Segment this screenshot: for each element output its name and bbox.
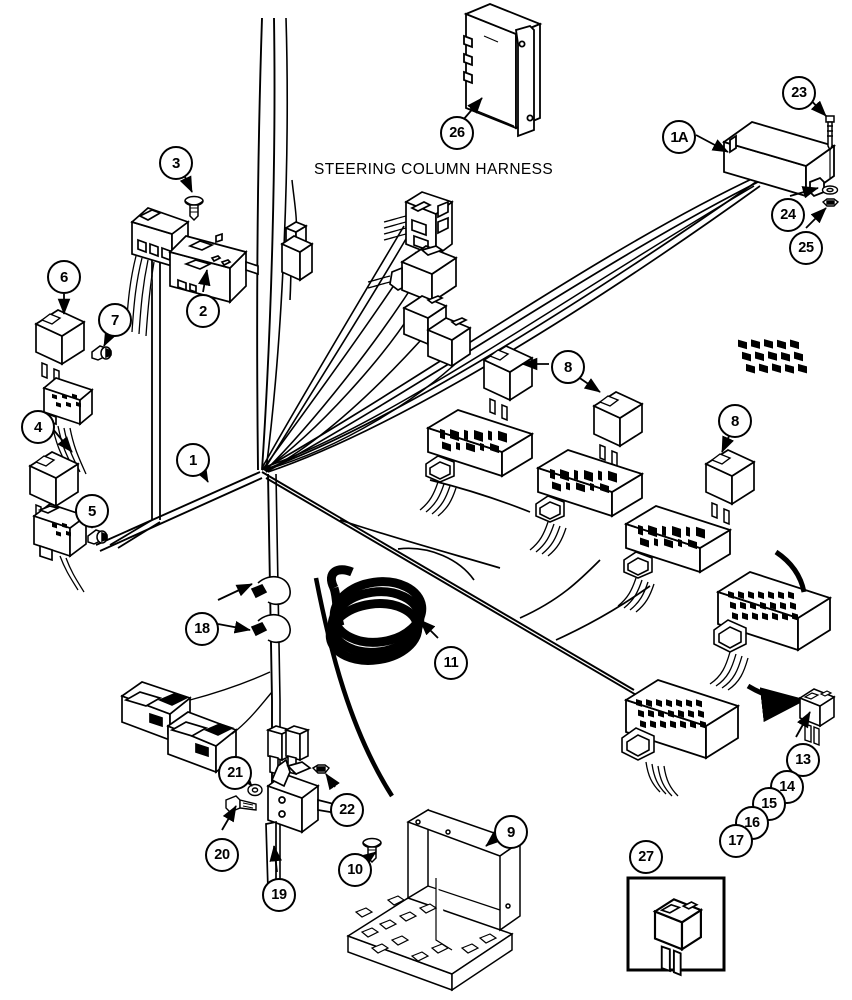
- relay-upper-left: [35, 309, 85, 385]
- leader-25: [805, 207, 827, 229]
- callout-26[interactable]: 26: [440, 116, 474, 150]
- callout-7[interactable]: 7: [98, 303, 132, 337]
- nut-25: [821, 198, 840, 207]
- callout-8-center-label: 8: [563, 358, 573, 376]
- multi-cavity-connector: [383, 191, 454, 258]
- callout-10[interactable]: 10: [338, 853, 372, 887]
- callout-4-label: 4: [33, 418, 43, 436]
- bolt-20: [225, 795, 257, 813]
- callout-22-label: 22: [339, 801, 355, 818]
- callout-5[interactable]: 5: [75, 494, 109, 528]
- callout-24-label: 24: [780, 206, 796, 223]
- sealed-connector: [367, 245, 458, 304]
- coiled-cable: [325, 565, 427, 665]
- callout-8-center[interactable]: 8: [551, 350, 585, 384]
- nut-22: [311, 764, 330, 774]
- leader-11: [419, 619, 439, 639]
- callout-6-label: 6: [59, 268, 69, 286]
- callout-17-label: 17: [728, 832, 744, 849]
- callout-23-label: 23: [791, 84, 807, 101]
- flasher-module: [168, 232, 259, 305]
- lead-sweep-line: [313, 577, 394, 798]
- callout-20[interactable]: 20: [205, 838, 239, 872]
- cable-tie-2: [250, 613, 291, 644]
- callout-22[interactable]: 22: [330, 793, 364, 827]
- deutsch-connector-pair: [120, 671, 273, 774]
- callout-26-label: 26: [449, 124, 465, 141]
- push-in-fastener: [184, 195, 204, 221]
- callout-1-label: 1: [188, 451, 198, 469]
- control-module: [463, 3, 543, 138]
- inline-connector-middle: [280, 221, 314, 282]
- callout-10-label: 10: [347, 861, 363, 878]
- callout-6[interactable]: 6: [47, 260, 81, 294]
- callout-25[interactable]: 25: [789, 231, 823, 265]
- relay-right: [705, 449, 755, 525]
- leader-19: [269, 845, 283, 873]
- callout-27-label: 27: [638, 848, 654, 865]
- clip-fastener-5: [87, 529, 108, 545]
- callout-4[interactable]: 4: [21, 410, 55, 444]
- callout-9[interactable]: 9: [494, 815, 528, 849]
- callout-24[interactable]: 24: [771, 198, 805, 232]
- leader-4: [51, 427, 73, 453]
- callout-21[interactable]: 21: [218, 756, 252, 790]
- callout-27[interactable]: 27: [629, 840, 663, 874]
- bullet-connector-pair: [265, 725, 311, 776]
- relay-block-1: [419, 409, 533, 517]
- callout-7-label: 7: [110, 311, 120, 329]
- callout-18-label: 18: [194, 620, 210, 637]
- callout-3-label: 3: [171, 154, 181, 172]
- relay-center-1: [483, 345, 533, 421]
- callout-19[interactable]: 19: [262, 878, 296, 912]
- inline-connector-b: [426, 317, 472, 368]
- callout-23[interactable]: 23: [782, 76, 816, 110]
- callout-5-label: 5: [87, 502, 97, 520]
- callout-14-label: 14: [779, 778, 795, 795]
- relay-center-2: [593, 391, 643, 467]
- screw-23: [825, 115, 835, 178]
- callout-1[interactable]: 1: [176, 443, 210, 477]
- callout-13-label: 13: [795, 751, 811, 768]
- multi-pin-connector-block-1: [709, 571, 831, 691]
- callout-8-right[interactable]: 8: [718, 404, 752, 438]
- callout-17[interactable]: 17: [719, 824, 753, 858]
- callout-25-label: 25: [798, 239, 814, 256]
- callout-2-label: 2: [198, 302, 208, 320]
- leader-2: [198, 269, 211, 293]
- relay-block-2: [529, 449, 643, 557]
- leader-22: [325, 773, 340, 791]
- leader-26: [462, 97, 483, 121]
- callout-9-label: 9: [506, 823, 516, 841]
- leader-24: [789, 186, 819, 199]
- page-title: STEERING COLUMN HARNESS: [314, 161, 554, 178]
- leader-18a: [217, 583, 253, 601]
- callout-11[interactable]: 11: [434, 646, 468, 680]
- leader-20: [221, 805, 237, 831]
- washer-21: [247, 783, 263, 797]
- callout-3[interactable]: 3: [159, 146, 193, 180]
- blade-fuse: [799, 688, 835, 746]
- relay-block-3: [617, 505, 731, 613]
- callout-11-label: 11: [443, 654, 459, 671]
- callout-1a-label: 1A: [670, 128, 688, 146]
- leader-18b: [217, 620, 251, 634]
- washer-24: [821, 185, 839, 195]
- leader-13: [795, 711, 811, 738]
- callout-1a[interactable]: 1A: [662, 120, 696, 154]
- leader-1a: [695, 134, 729, 153]
- cable-tie-1: [250, 575, 291, 606]
- callout-2[interactable]: 2: [186, 294, 220, 328]
- callout-21-label: 21: [227, 764, 243, 781]
- multi-pin-connector-block-2: [621, 679, 739, 797]
- callout-16-label: 16: [744, 814, 760, 831]
- clip-fastener-7: [91, 345, 112, 361]
- callout-8-right-label: 8: [730, 412, 740, 430]
- callout-15-label: 15: [761, 795, 777, 812]
- deutsch-connector-5: [32, 503, 88, 593]
- callout-18[interactable]: 18: [185, 612, 219, 646]
- callout-19-label: 19: [271, 886, 287, 903]
- callout-20-label: 20: [214, 846, 230, 863]
